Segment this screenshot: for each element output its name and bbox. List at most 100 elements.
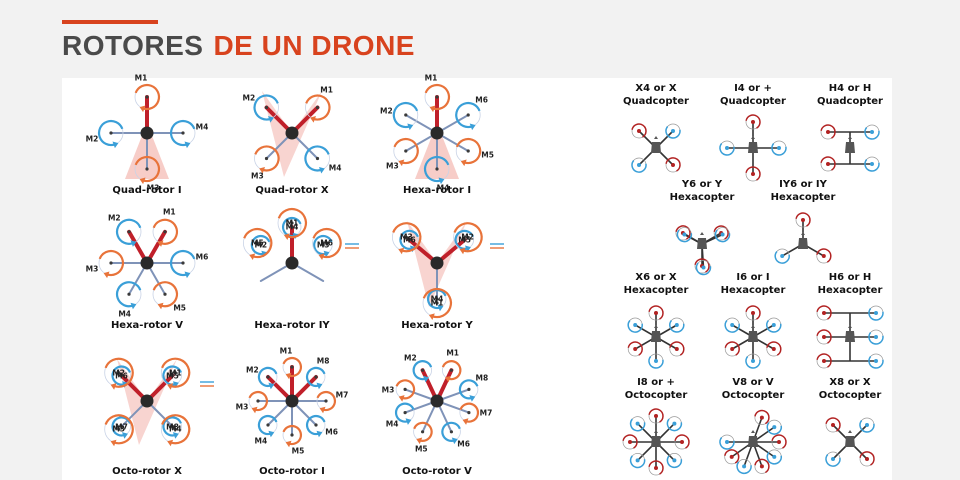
motor-hub xyxy=(109,261,113,265)
rotation-arc xyxy=(864,159,880,172)
rotation-arrow-icon xyxy=(249,253,256,260)
motor-hub xyxy=(672,421,677,426)
copter-drawing xyxy=(719,409,787,475)
rotation-arc xyxy=(629,418,646,432)
front-arrow-icon xyxy=(848,136,852,139)
rotation-arc xyxy=(666,455,683,469)
rotation-arc xyxy=(111,365,132,386)
motor-hub xyxy=(119,424,124,429)
copter-rotor xyxy=(859,451,875,467)
rotation-arc xyxy=(754,409,770,425)
rotor xyxy=(104,414,134,447)
rotation-arc xyxy=(627,320,643,333)
motor-hub xyxy=(751,172,755,176)
motor-hub xyxy=(259,243,263,247)
motor-hub xyxy=(771,347,776,351)
motor-label: M2 xyxy=(254,240,268,250)
motor-hub xyxy=(315,105,320,110)
copter-rotor xyxy=(816,248,832,264)
rotation-arrow-icon xyxy=(157,302,164,310)
rotation-arrow-icon xyxy=(122,432,128,439)
rotation-arrow-icon xyxy=(172,381,179,388)
rotor xyxy=(98,249,125,279)
front-arrow-icon xyxy=(848,430,852,433)
motor-hub xyxy=(682,232,687,237)
rotation-arc xyxy=(859,420,875,433)
motor-hub xyxy=(314,375,318,379)
rotation-arc xyxy=(257,415,278,436)
copter-caption-line2: Quadcopter xyxy=(623,96,689,107)
rotation-arc xyxy=(745,114,761,129)
copter-rotor xyxy=(674,434,690,450)
motor-hub xyxy=(181,131,185,135)
motor-hub xyxy=(654,311,658,315)
motor-label: M1 xyxy=(285,218,299,228)
title-part-2: DE UN DRONE xyxy=(213,30,415,61)
copter-caption-line1: IY6 or IY xyxy=(779,179,827,190)
copter-rotor xyxy=(631,157,647,173)
rotation-arc xyxy=(820,124,836,139)
copter-rotor xyxy=(719,140,735,156)
rotation-arc xyxy=(423,155,450,183)
rotation-arrow-icon xyxy=(172,432,179,439)
motor-hub xyxy=(865,423,869,427)
copter-rotor xyxy=(864,124,880,140)
rotation-arc xyxy=(724,449,740,464)
rotation-arc xyxy=(859,451,875,466)
motor-hub xyxy=(290,433,294,437)
motor-hub xyxy=(821,254,826,258)
copter-rotor xyxy=(820,124,836,140)
rotation-arc xyxy=(169,119,196,147)
motor-hub xyxy=(421,368,425,372)
rotor xyxy=(160,414,191,447)
rotation-arc xyxy=(413,421,433,442)
drone-body xyxy=(430,126,444,140)
copter-caption-line1: H6 or H xyxy=(828,272,872,283)
rotation-arrow-icon xyxy=(428,313,435,320)
rotation-arc xyxy=(648,460,664,475)
motor-hub xyxy=(466,235,470,239)
motor-hub xyxy=(256,399,260,403)
copter-drawing xyxy=(820,124,880,172)
rotor xyxy=(305,94,331,123)
copter-body xyxy=(651,142,661,153)
drone-body xyxy=(140,126,154,140)
rotation-arc xyxy=(771,143,787,156)
rotation-arc xyxy=(162,416,182,437)
motor-hub xyxy=(870,130,874,134)
front-arrow-icon xyxy=(751,430,755,433)
copter-rotor xyxy=(724,317,740,333)
rotation-arrow-icon xyxy=(459,247,466,255)
rotation-arc xyxy=(648,408,664,423)
motor-hub xyxy=(742,464,747,469)
rotation-arc xyxy=(253,94,279,121)
motor-label: M4 xyxy=(195,122,209,132)
motor-label: M4 xyxy=(285,222,299,232)
copter-caption-line2: Quadcopter xyxy=(720,96,786,107)
copter-caption-line2: Hexacopter xyxy=(817,285,883,296)
rotation-arrow-icon xyxy=(437,304,444,312)
rotation-arc xyxy=(134,155,161,183)
rotation-arc xyxy=(766,451,782,465)
copter-body xyxy=(748,331,758,342)
motor-label: M5 xyxy=(414,444,428,454)
motor-label: M2 xyxy=(242,93,256,103)
rotation-arrow-icon xyxy=(310,116,316,123)
rotation-arc xyxy=(766,320,782,333)
motor-hub xyxy=(822,335,826,339)
copter-caption-line2: Hexacopter xyxy=(623,285,689,296)
copter-drawing xyxy=(774,212,832,264)
motor-hub xyxy=(119,373,124,378)
copter-rotor xyxy=(629,453,646,469)
rotation-arrow-icon xyxy=(398,247,405,255)
motor-label: M3 xyxy=(400,232,413,242)
motor-label: M1 xyxy=(424,73,438,83)
rotor xyxy=(253,94,279,123)
rotation-arc xyxy=(313,235,333,256)
front-arrow-icon xyxy=(751,136,755,139)
motor-label: M1 xyxy=(320,85,333,95)
rotation-arc xyxy=(426,288,447,310)
copter-rotor xyxy=(816,353,832,369)
motor-label: M7 xyxy=(115,422,128,431)
